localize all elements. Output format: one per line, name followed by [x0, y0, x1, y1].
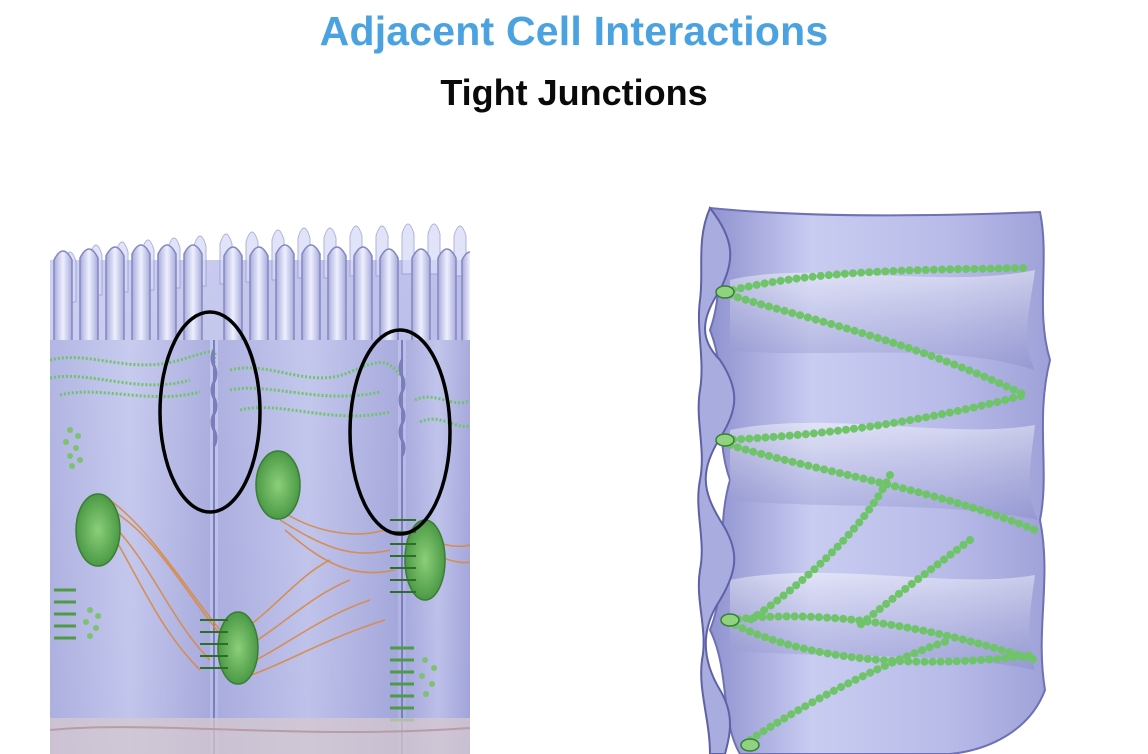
tight-junction-strands-illustration [690, 200, 1060, 754]
cell-2-body [218, 340, 398, 754]
gap-junctions [54, 588, 414, 722]
highlight-ring-right [348, 328, 452, 536]
epithelial-cells-svg [50, 223, 470, 754]
highlight-ring-left [158, 310, 262, 514]
epithelial-cells-illustration [50, 200, 470, 754]
sealing-strands [721, 264, 1039, 744]
slide-title: Adjacent Cell Interactions [319, 8, 829, 54]
basement-membrane [50, 718, 470, 754]
slide-subtitle: Tight Junctions [440, 72, 708, 113]
cell-1-body [50, 340, 210, 754]
tight-junction-svg [697, 206, 1052, 754]
desmosome-links [200, 519, 416, 669]
vesicle-clusters [63, 427, 437, 697]
cell-edge-profile [697, 206, 736, 754]
membrane-folds [730, 270, 1038, 670]
strand-anchors [715, 285, 760, 752]
